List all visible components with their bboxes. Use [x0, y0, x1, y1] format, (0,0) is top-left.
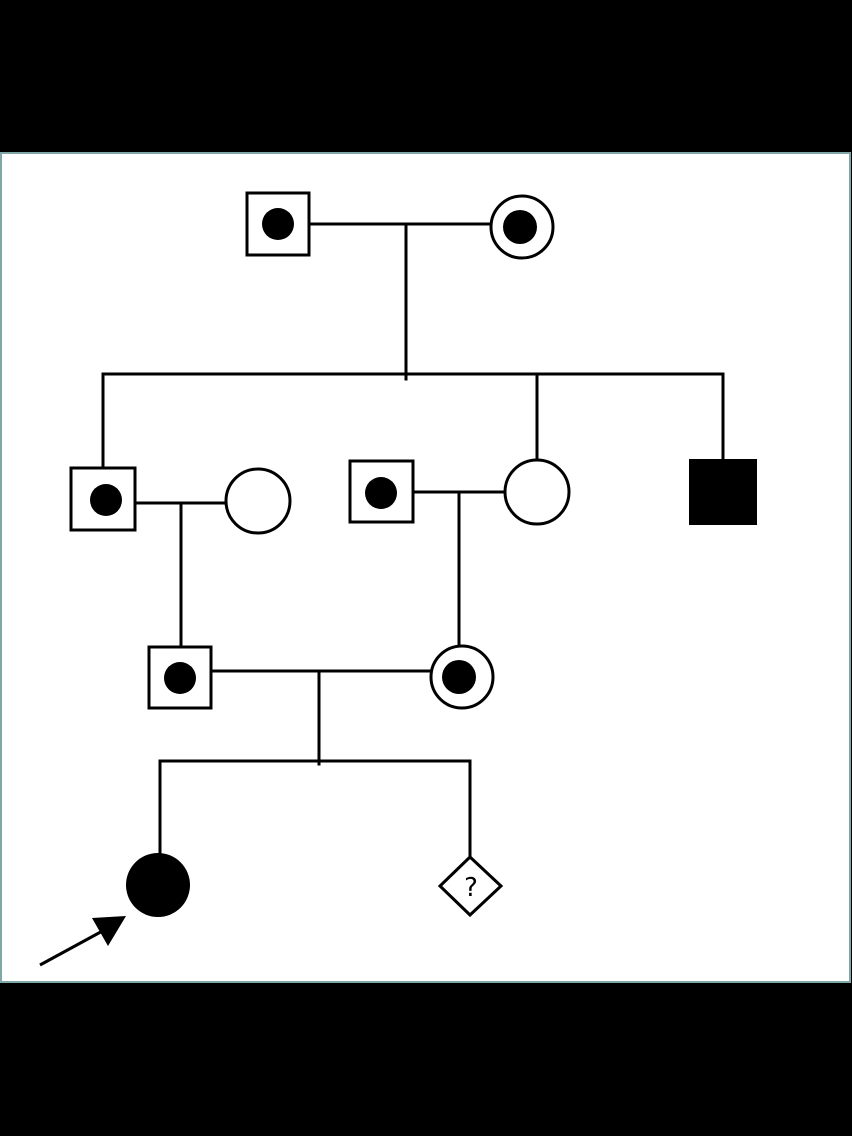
diagram-panel — [0, 152, 851, 983]
gen3-son-carrier-male — [147, 645, 213, 710]
gen2-wife-1-unaffected-female — [224, 467, 292, 535]
relationship-lines — [101, 222, 725, 859]
carrier-dot — [262, 208, 294, 240]
unknown-status-question-mark: ? — [464, 873, 478, 903]
gen2-daughter-unaffected-female — [503, 458, 571, 526]
gen3-daughter-carrier-female — [429, 644, 495, 710]
carrier-dot — [365, 477, 397, 509]
carrier-dot — [164, 662, 196, 694]
gen2-husband-carrier-male — [348, 459, 415, 524]
proband-arrow — [39, 916, 126, 967]
gen4-proband-affected-female — [126, 853, 190, 917]
carrier-dot — [442, 660, 476, 694]
gen1-father-carrier-male — [245, 191, 311, 257]
gen2-son-1-carrier-male — [69, 466, 137, 532]
gen1-mother-carrier-female — [489, 194, 555, 260]
carrier-dot — [90, 484, 122, 516]
gen4-sibling-unknown-sex-diamond: ? — [437, 854, 504, 918]
carrier-dot — [503, 210, 537, 244]
gen2-son-2-affected-male — [689, 459, 757, 525]
